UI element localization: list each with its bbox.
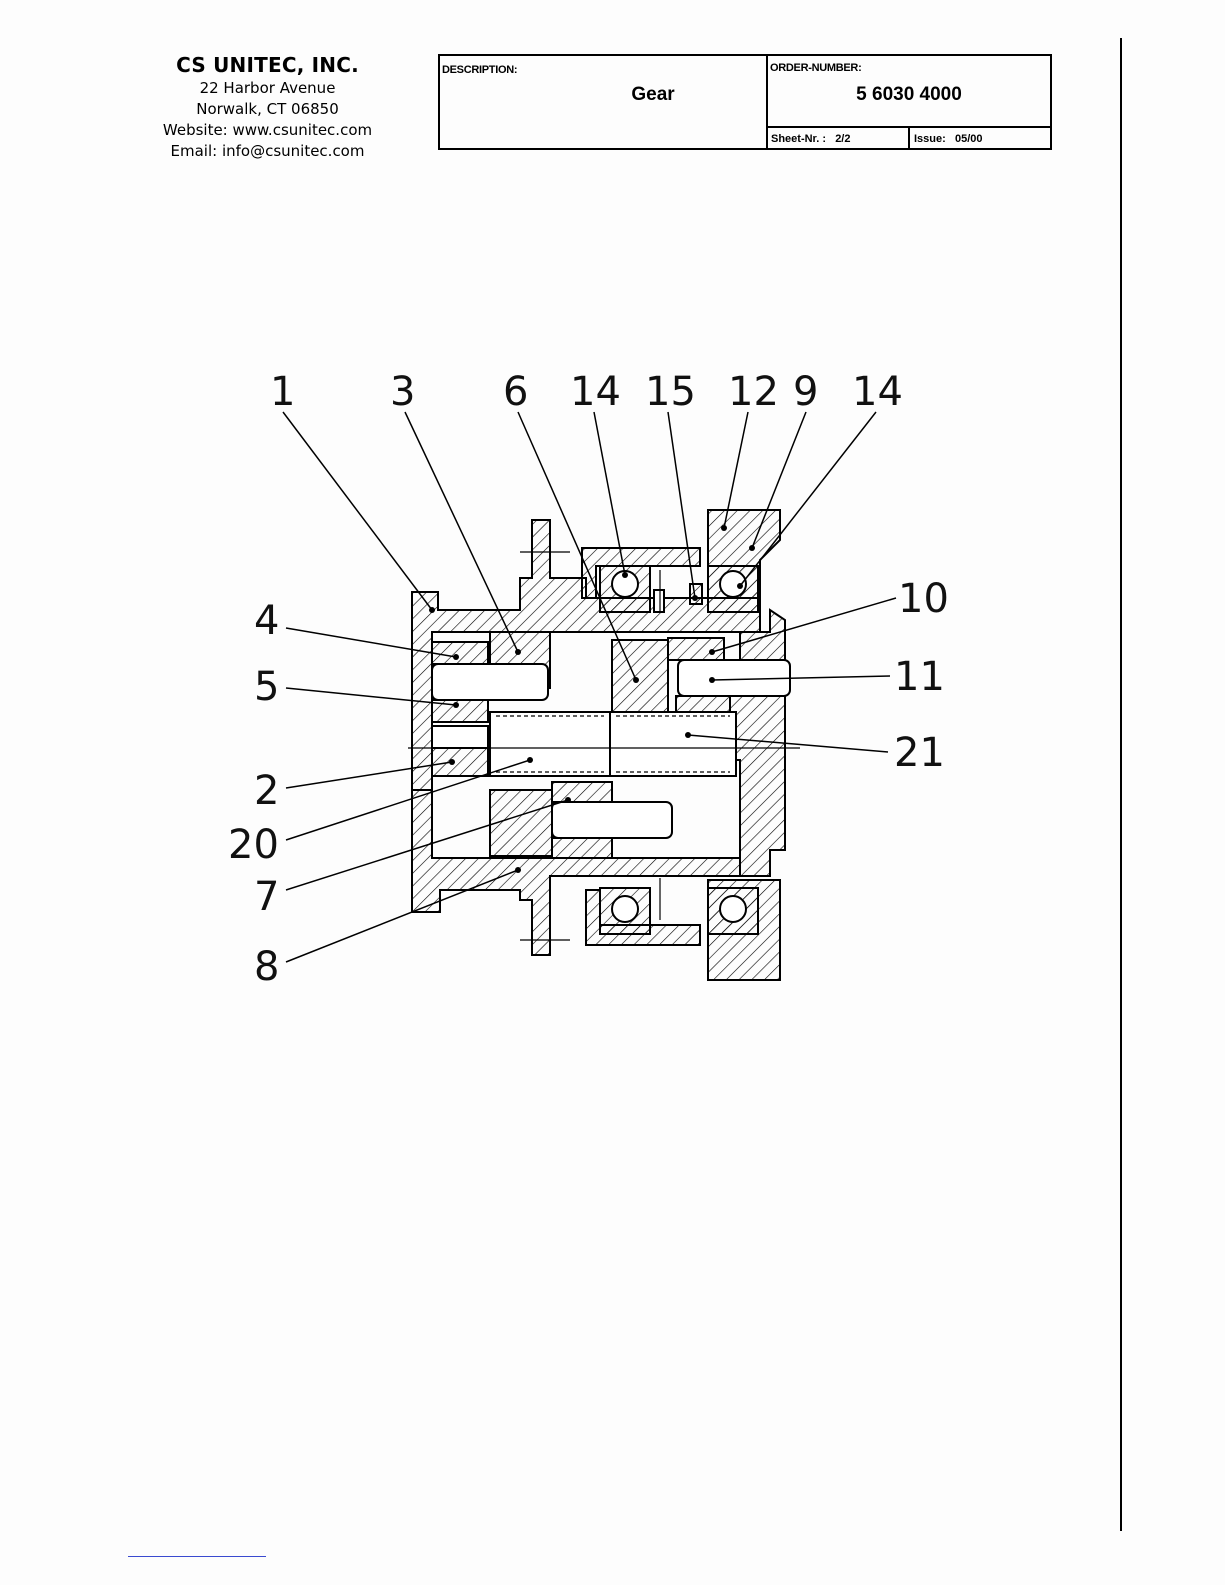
callout-20: 20: [228, 822, 279, 868]
callout-12: 12: [728, 369, 779, 415]
callout-14: 14: [570, 369, 621, 415]
callout-9: 9: [793, 369, 818, 415]
callout-2: 2: [254, 768, 279, 814]
callout-6: 6: [503, 369, 528, 415]
callout-7: 7: [254, 874, 279, 920]
callout-11: 11: [894, 654, 945, 700]
callout-21: 21: [894, 730, 945, 776]
callout-10: 10: [898, 576, 949, 622]
callout-15: 15: [645, 369, 696, 415]
leader-lines: [283, 412, 896, 962]
callout-1: 1: [270, 369, 295, 415]
callout-5: 5: [254, 664, 279, 710]
callout-3: 3: [390, 369, 415, 415]
callout-4: 4: [254, 598, 279, 644]
callout-8: 8: [254, 944, 279, 990]
callout-14-right: 14: [852, 369, 903, 415]
